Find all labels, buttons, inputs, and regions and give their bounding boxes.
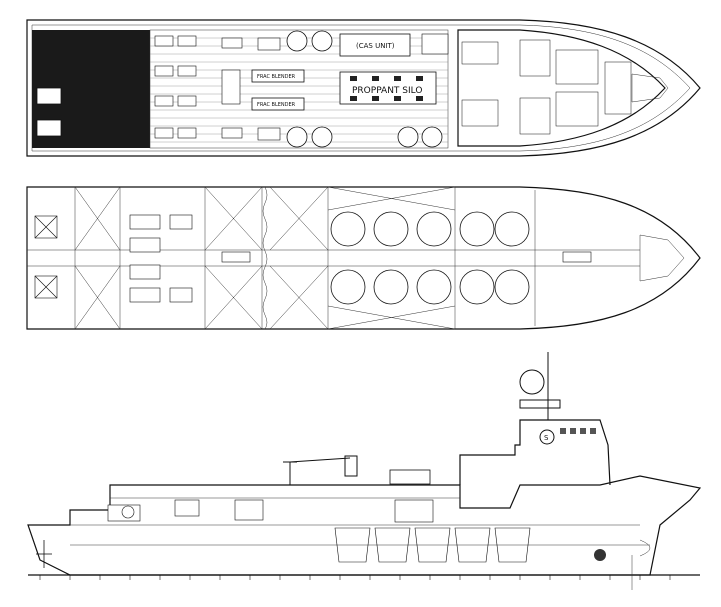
tank-top-plan: [26, 186, 701, 330]
cas-unit-box: [339, 33, 411, 57]
profile-superstructure: [459, 419, 611, 486]
profile-bow-bulb: [639, 539, 651, 557]
tank-plan-hull-outline: [26, 186, 701, 330]
profile-cargo-container: [389, 469, 431, 485]
bridge-windows: [560, 428, 596, 434]
company-logo-letter: S: [544, 434, 549, 442]
bow-thruster-outline: [631, 73, 669, 103]
main-deck-superstructure: [457, 29, 666, 147]
deck-tanks-bottom-row: [286, 126, 443, 148]
frac-blender-bottom-label: FRAC BLENDER: [257, 102, 296, 108]
frame-ticks: [39, 575, 671, 580]
main-deck-hull-outline: [26, 19, 701, 157]
stern-equipment-box-1: [36, 87, 62, 105]
tank-plan-bow-compartment: [639, 234, 685, 282]
cargo-tanks-port: [330, 211, 530, 247]
profile-propeller: [36, 540, 52, 568]
profile-anchor: [594, 549, 606, 561]
corrugated-bulkhead: [262, 186, 268, 330]
tank-plan-bulkheads: [27, 187, 640, 329]
cas-unit-side-box: [421, 33, 449, 55]
proppant-silo-label: PROPPANT SILO: [352, 86, 422, 96]
cargo-deck-area: [149, 29, 449, 149]
forward-rooms: [461, 39, 632, 135]
frac-blender-top-label: FRAC BLENDER: [257, 74, 296, 80]
profile-mast: [519, 352, 561, 420]
main-deck-inner-hull-line: [31, 24, 691, 152]
deck-tanks-top-row: [286, 30, 333, 52]
deck-equipment-blocks: [154, 35, 281, 141]
deck-grating-lines: [150, 37, 448, 143]
profile-deck-lines: [70, 497, 650, 546]
void-space-crosses: [74, 186, 456, 330]
profile-below-deck-tanks: [334, 527, 531, 563]
profile-crane: [283, 455, 358, 485]
stern-machinery: [34, 214, 592, 303]
main-deck-plan: (CAS UNIT) FRAC BLENDER FRAC BLENDER PRO…: [26, 19, 701, 157]
proppant-silo-cells: [350, 76, 423, 101]
stern-equipment-box-2: [36, 119, 62, 137]
profile-elevation: S: [27, 352, 702, 590]
cas-unit-label: (CAS UNIT): [356, 42, 395, 50]
cargo-tanks-starboard: [330, 269, 530, 305]
company-logo-emblem: [539, 429, 555, 445]
frac-blender-bottom-box: [251, 97, 305, 111]
profile-deck-equipment: [107, 499, 434, 523]
frac-blender-top-box: [251, 69, 305, 83]
radar-dome: [519, 369, 545, 395]
